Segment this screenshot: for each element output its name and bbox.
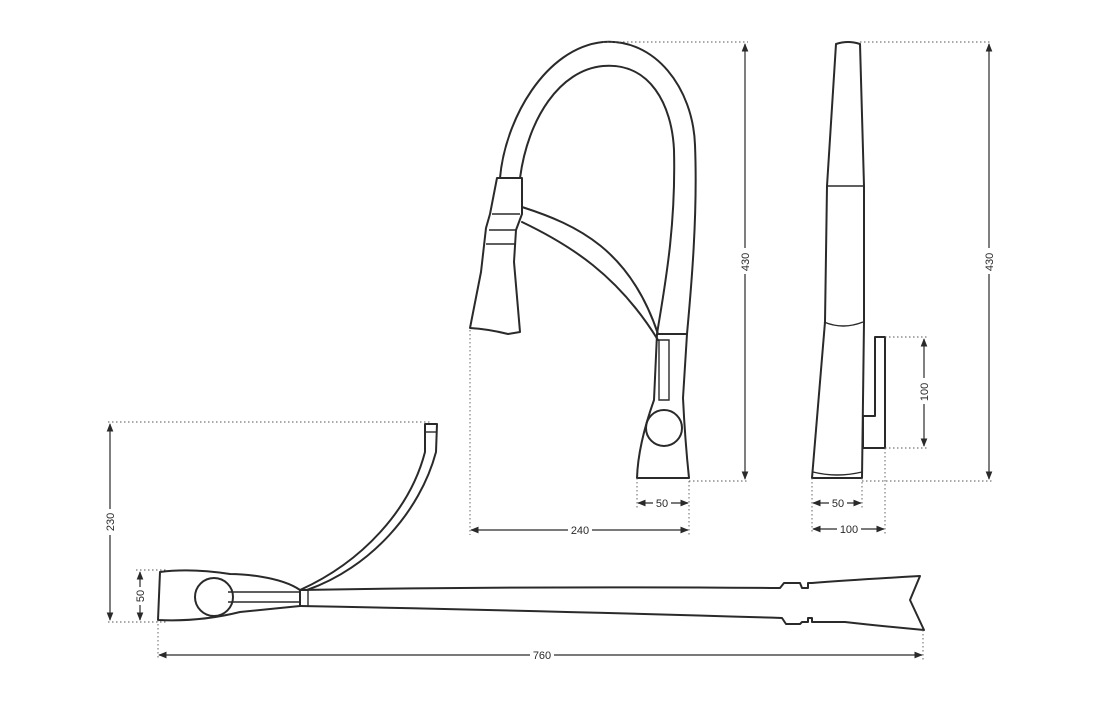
- top-body: [157, 569, 301, 622]
- side-lever-slot: [658, 339, 670, 401]
- top-length-label: 760: [533, 650, 551, 662]
- front-view: 430 100 50 100: [811, 41, 996, 536]
- side-body: [636, 333, 690, 479]
- side-hose-inner: [519, 64, 676, 335]
- side-support-arm-lower: [521, 221, 659, 341]
- side-handle-circle: [645, 409, 683, 447]
- front-lever-height-label: 100: [919, 383, 931, 401]
- side-base-label: 50: [656, 498, 668, 510]
- side-spray-head: [469, 177, 523, 335]
- side-support-arm: [521, 206, 659, 335]
- front-lever-width-label: 100: [840, 524, 858, 536]
- front-height-label: 430: [984, 253, 996, 271]
- top-swing-arc: [299, 423, 438, 591]
- top-height-label: 230: [105, 513, 117, 531]
- top-handle-circle: [194, 577, 234, 617]
- front-base-label: 50: [832, 498, 844, 510]
- front-lever: [862, 336, 886, 449]
- top-view: 230 50 760: [103, 421, 925, 662]
- side-view: 430 50 240: [469, 40, 752, 537]
- side-hose-outer: [499, 40, 697, 335]
- top-hose: [299, 575, 925, 631]
- side-reach-label: 240: [571, 525, 589, 537]
- top-base-label: 50: [135, 590, 147, 602]
- side-height-label: 430: [740, 253, 752, 271]
- front-body: [811, 41, 865, 479]
